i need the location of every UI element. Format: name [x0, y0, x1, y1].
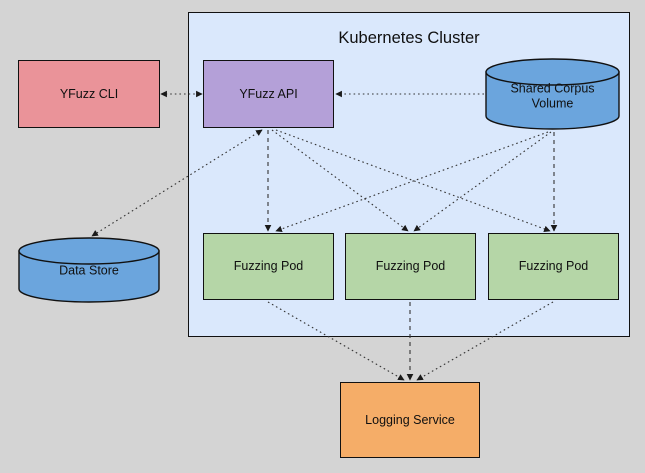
node-label-pod2: Fuzzing Pod: [375, 259, 446, 274]
edge-api-store: [91, 129, 263, 237]
cylinder-shape: [18, 237, 160, 303]
node-label-pod3: Fuzzing Pod: [518, 259, 589, 274]
cluster-title: Kubernetes Cluster: [338, 29, 480, 47]
node-pod2[interactable]: Fuzzing Pod: [345, 233, 476, 300]
edge-pod1-logging: [267, 301, 405, 381]
edge-corpus-pod1: [275, 131, 549, 233]
node-label-cli: YFuzz CLI: [59, 86, 119, 101]
node-label-api: YFuzz API: [239, 86, 298, 101]
cylinder-shape: [485, 58, 620, 130]
database-node-store[interactable]: Data Store: [18, 237, 160, 303]
node-label-pod1: Fuzzing Pod: [233, 259, 304, 274]
node-cli[interactable]: YFuzz CLI: [18, 60, 160, 128]
edge-pod3-logging: [416, 301, 554, 381]
database-node-corpus[interactable]: Shared Corpus Volume: [485, 58, 620, 130]
node-pod1[interactable]: Fuzzing Pod: [203, 233, 334, 300]
node-logging[interactable]: Logging Service: [340, 382, 480, 458]
node-label-logging: Logging Service: [365, 412, 455, 427]
node-api[interactable]: YFuzz API: [203, 60, 334, 128]
edge-corpus-pod2: [413, 131, 552, 232]
edge-api-pod3: [275, 129, 551, 233]
node-pod3[interactable]: Fuzzing Pod: [488, 233, 619, 300]
edge-api-pod2: [271, 129, 409, 232]
